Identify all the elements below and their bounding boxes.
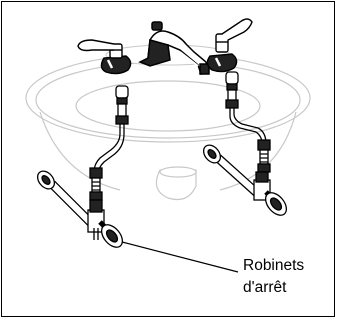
callout-line-2: d'arrêt: [243, 279, 287, 296]
callout-line-1: Robinets: [243, 257, 305, 274]
callout-leader-line: [121, 241, 239, 273]
right-handle: [206, 18, 253, 73]
spout: [138, 21, 210, 75]
supply-line-right: [225, 71, 271, 173]
callout-label: Robinets d'arrêt: [243, 255, 335, 299]
drain-trap: [155, 166, 197, 201]
supply-line-left: [89, 85, 129, 201]
left-handle: [77, 39, 132, 75]
shutoff-valve-left: [36, 170, 124, 248]
shutoff-valve-right: [202, 144, 288, 216]
